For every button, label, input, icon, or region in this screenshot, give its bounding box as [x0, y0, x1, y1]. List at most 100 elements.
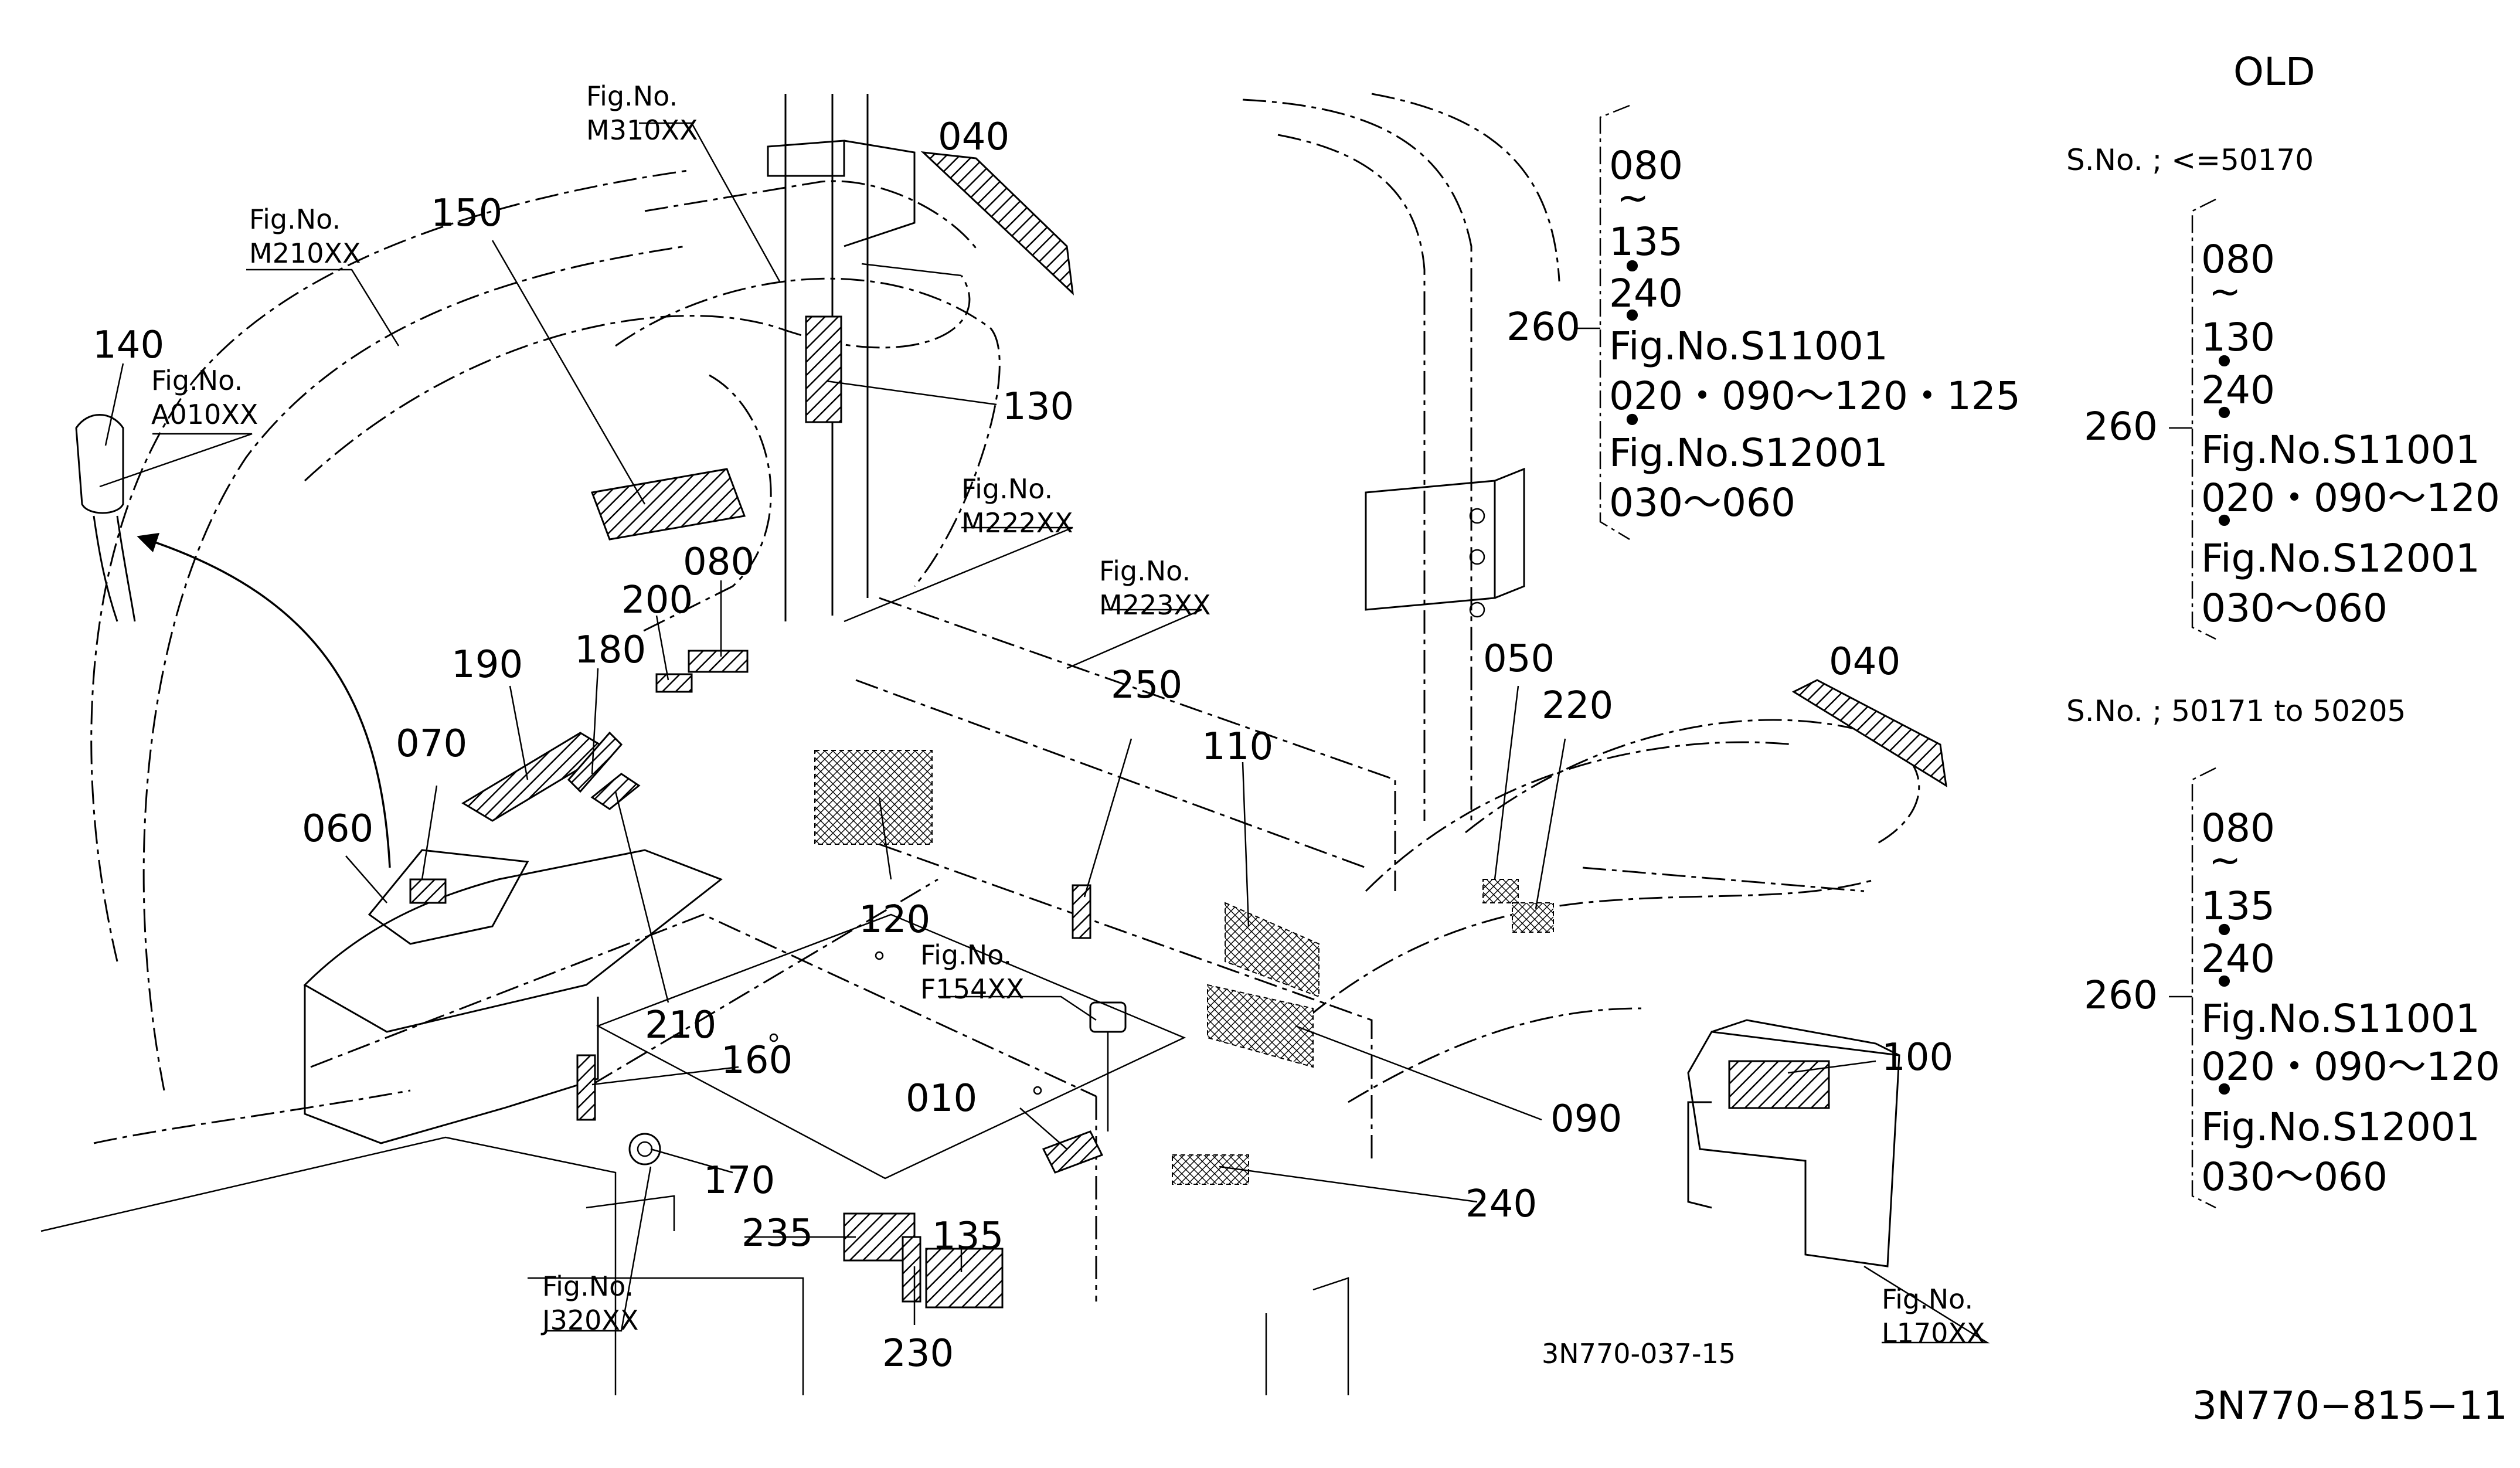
- part-label-220: 220: [1542, 684, 1613, 728]
- variant-b-line-8: •: [2213, 1068, 2236, 1113]
- decal-040-left: [920, 151, 1074, 295]
- set-260-main: 260 080 ~ 135 • 240 • Fig.No.S11001 020・…: [1506, 104, 2021, 541]
- decal-220: [1512, 902, 1554, 933]
- fig-ref-m310-label: Fig.No.: [586, 80, 678, 112]
- decal-010: [1042, 1130, 1104, 1174]
- variant-b-line-2: 135: [2201, 883, 2275, 929]
- set-main-line-7: 020・090〜120・125: [1609, 373, 2021, 419]
- fig-ref-m210-code: M210XX: [249, 237, 361, 269]
- fig-ref-a010-label: Fig.No.: [151, 365, 243, 396]
- variant-b: S.No. ; 50171 to 50205 260 080 ~ 135 • 2…: [2066, 694, 2500, 1209]
- set-main-line-6: Fig.No.S11001: [1609, 324, 1888, 369]
- set-main-line-8: •: [1621, 398, 1644, 443]
- fig-ref-m222-code: M222XX: [961, 507, 1073, 539]
- part-label-080: 080: [683, 541, 754, 584]
- part-label-050: 050: [1483, 637, 1555, 681]
- variant-a-number: 260: [2084, 404, 2158, 449]
- variant-a-line-8: •: [2213, 499, 2236, 544]
- fig-ref-m210-label: Fig.No.: [249, 203, 341, 235]
- variant-b-line-6: Fig.No.S11001: [2201, 996, 2480, 1041]
- fig-ref-l170-code: L170XX: [1882, 1317, 1985, 1349]
- variant-b-line-10: 030〜060: [2201, 1154, 2388, 1199]
- set-main-line-1: ~: [1617, 175, 1649, 220]
- part-label-100: 100: [1882, 1036, 1953, 1079]
- fig-ref-f154-label: Fig.No.: [920, 939, 1012, 971]
- variant-a-line-5: •: [2213, 391, 2236, 436]
- part-label-180: 180: [574, 628, 646, 672]
- fig-ref-m223-label: Fig.No.: [1099, 555, 1191, 587]
- variant-a-line-3: •: [2213, 339, 2236, 385]
- part-label-040-right: 040: [1829, 640, 1900, 684]
- decal-130: [805, 315, 842, 423]
- variant-a-line-4: 240: [2201, 368, 2275, 413]
- part-label-090: 090: [1550, 1097, 1622, 1141]
- part-label-200: 200: [621, 579, 693, 622]
- fig-ref-m222-label: Fig.No.: [961, 473, 1053, 505]
- page-code: 3N770−815−11: [2192, 1383, 2508, 1428]
- fig-ref-f154-code: F154XX: [920, 973, 1024, 1005]
- leader-lines: [99, 122, 1990, 1344]
- variant-b-line-4: 240: [2201, 936, 2275, 981]
- decal-070: [409, 878, 447, 904]
- part-label-110: 110: [1202, 725, 1273, 769]
- fig-ref-m223-code: M223XX: [1099, 589, 1211, 621]
- set-main-line-0: 080: [1609, 143, 1683, 188]
- variant-b-line-3: •: [2213, 908, 2236, 953]
- part-label-170: 170: [703, 1159, 775, 1202]
- variant-a-line-1: ~: [2209, 269, 2241, 314]
- set-main-line-2: 135: [1609, 219, 1683, 264]
- decal-050: [1482, 879, 1519, 903]
- decal-100: [1728, 1060, 1830, 1109]
- decal-090: [1207, 984, 1314, 1068]
- set-main-line-3: •: [1621, 244, 1644, 290]
- decal-110: [1225, 902, 1319, 998]
- machine-linework: [40, 93, 1920, 1395]
- part-label-230: 230: [882, 1332, 954, 1375]
- decal-150: [590, 468, 746, 541]
- decal-200: [655, 673, 693, 693]
- decal-040-right: [1791, 679, 1947, 787]
- part-label-010: 010: [906, 1077, 977, 1120]
- part-label-130: 130: [1002, 385, 1074, 429]
- variant-b-line-5: •: [2213, 960, 2236, 1005]
- variant-b-serial: S.No. ; 50171 to 50205: [2066, 694, 2406, 728]
- part-label-070: 070: [396, 722, 467, 766]
- part-label-140: 140: [93, 324, 164, 367]
- old-header: OLD: [2233, 49, 2315, 94]
- set-main-line-9: Fig.No.S12001: [1609, 430, 1888, 475]
- variant-a-line-6: Fig.No.S11001: [2201, 427, 2480, 473]
- set-main-number: 260: [1506, 304, 1580, 349]
- part-label-135: 135: [932, 1215, 1004, 1258]
- fig-ref-a010-code: A010XX: [151, 399, 258, 430]
- variant-b-line-9: Fig.No.S12001: [2201, 1105, 2480, 1150]
- decal-160: [576, 1054, 596, 1121]
- decal-080: [688, 650, 749, 673]
- variant-a: S.No. ; <=50170 260 080 ~ 130 • 240 • Fi…: [2066, 143, 2500, 640]
- decal-135: [925, 1248, 1004, 1309]
- variant-b-line-7: 020・090〜120: [2201, 1044, 2500, 1089]
- part-label-060: 060: [302, 807, 373, 851]
- fig-ref-l170-label: Fig.No.: [1882, 1283, 1973, 1315]
- variant-b-number: 260: [2084, 973, 2158, 1018]
- variant-a-serial: S.No. ; <=50170: [2066, 143, 2314, 177]
- set-main-line-10: 030〜060: [1609, 480, 1795, 525]
- set-main-line-4: 240: [1609, 271, 1683, 316]
- decal-180: [567, 731, 623, 793]
- variant-a-line-10: 030〜060: [2201, 586, 2388, 631]
- fig-ref-j320-label: Fig.No.: [542, 1270, 634, 1302]
- decal-250: [1072, 884, 1091, 939]
- fig-ref-j320-code: J320XX: [540, 1304, 638, 1336]
- part-label-120: 120: [859, 898, 930, 942]
- variant-a-line-7: 020・090〜120: [2201, 475, 2500, 521]
- figure-references: Fig.No. M310XX Fig.No. M210XX Fig.No. A0…: [151, 80, 1985, 1349]
- variant-b-line-0: 080: [2201, 806, 2275, 851]
- part-label-250: 250: [1111, 664, 1182, 707]
- variant-a-line-2: 130: [2201, 315, 2275, 360]
- part-label-040-top: 040: [938, 115, 1009, 159]
- part-label-160: 160: [721, 1039, 793, 1082]
- decal-230: [902, 1236, 921, 1303]
- part-label-150: 150: [431, 192, 502, 235]
- variant-a-line-9: Fig.No.S12001: [2201, 536, 2480, 581]
- variant-a-line-0: 080: [2201, 237, 2275, 282]
